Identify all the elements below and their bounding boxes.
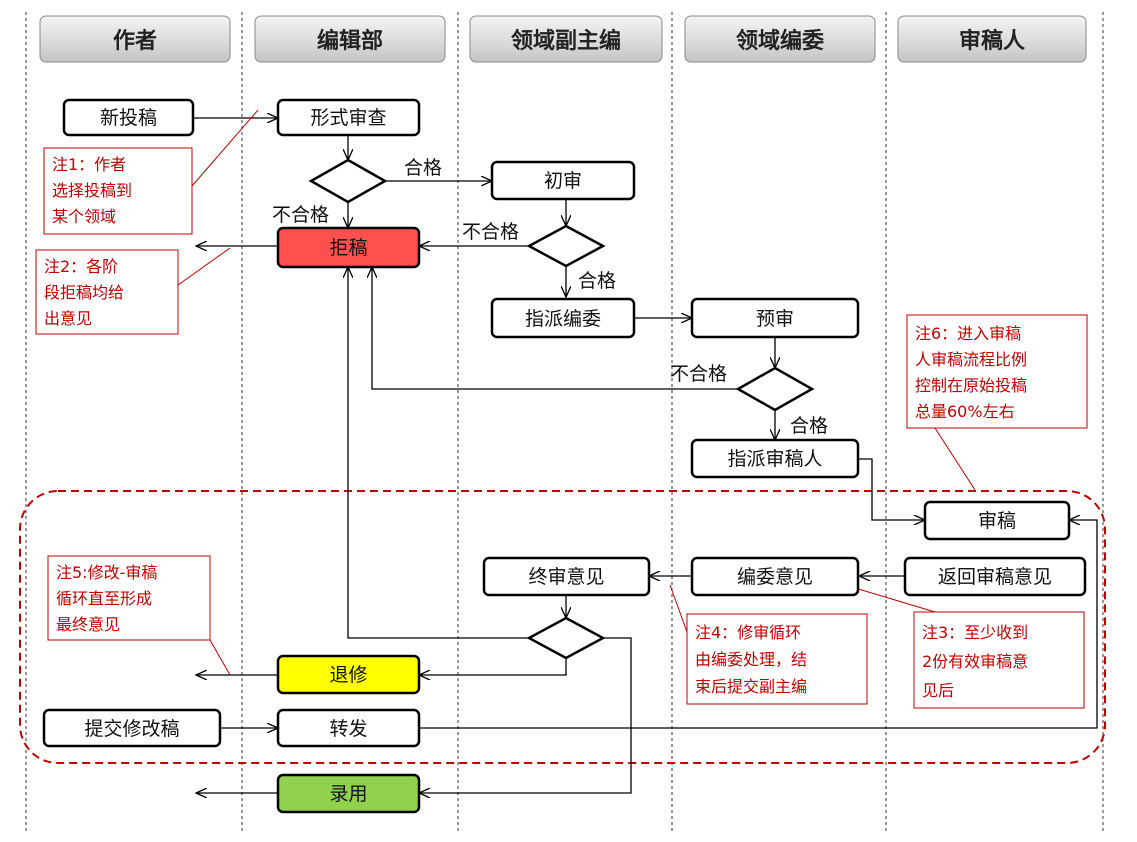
box-new-submission-label: 新投稿 (100, 107, 157, 129)
process-boxes: 新投稿 形式审查 初审 拒稿 指派编委 预审 指派审稿人 审稿 (42, 98, 1087, 814)
box-initial-review-label: 初审 (544, 170, 582, 192)
box-forward-label: 转发 (329, 718, 367, 740)
box-final-opinion[interactable]: 终审意见 (482, 556, 651, 597)
box-submit-revision[interactable]: 提交修改稿 (42, 708, 222, 748)
box-accept-label: 录用 (329, 783, 367, 805)
box-revise[interactable]: 退修 (276, 654, 421, 695)
note-5-line: 注5:修改-审稿 (56, 563, 157, 582)
box-assign-editor-label: 指派编委 (525, 308, 601, 330)
lane-separators (25, 12, 1104, 832)
note-1-line: 某个领域 (52, 207, 116, 226)
note-6-line: 总量60%左右 (915, 402, 1015, 421)
note-4-line: 束后提交副主编 (695, 677, 807, 696)
note-3-line: 注3：至少收到 (922, 623, 1028, 642)
note-4-line: 注4：修审循环 (695, 623, 801, 642)
box-submit-revision-label: 提交修改稿 (84, 718, 179, 740)
note-6-line: 注6：进入审稿 (915, 324, 1021, 343)
note-3-line: 见后 (922, 681, 954, 700)
decision-final-check[interactable] (526, 616, 606, 660)
note-5-line: 循环直至形成 (56, 589, 152, 608)
edge-decision4-to-reject (348, 267, 529, 639)
note-5: 注5:修改-审稿 循环直至形成 最终意见 (47, 555, 211, 641)
label-pass-3: 合格 (790, 415, 828, 437)
note-2-line: 出意见 (44, 309, 92, 328)
box-revise-label: 退修 (329, 664, 367, 686)
box-assign-editor[interactable]: 指派编委 (490, 297, 636, 339)
box-format-review-label: 形式审查 (310, 107, 386, 129)
lane-headers: 作者 编辑部 领域副主编 领域编委 审稿人 (39, 15, 1087, 63)
note3-pointer (854, 587, 936, 613)
box-return-review[interactable]: 返回审稿意见 (903, 556, 1087, 597)
note-1-line: 注1：作者 (52, 155, 126, 174)
lane-title-field-editor: 领域编委 (736, 28, 824, 54)
box-review[interactable]: 审稿 (923, 500, 1071, 541)
box-accept[interactable]: 录用 (276, 773, 421, 814)
lane-title-deputy-editor: 领域副主编 (511, 28, 621, 54)
box-review-label: 审稿 (978, 510, 1016, 532)
box-assign-reviewer[interactable]: 指派审稿人 (690, 438, 860, 479)
lane-title-reviewer: 审稿人 (959, 28, 1025, 54)
lane-header-reviewer: 审稿人 (897, 15, 1087, 63)
note-6-line: 控制在原始投稿 (915, 376, 1027, 395)
note4-pointer (669, 584, 688, 633)
note-6: 注6：进入审稿 人审稿流程比例 控制在原始投稿 总量60%左右 (906, 314, 1088, 429)
box-editor-opinion[interactable]: 编委意见 (690, 556, 860, 597)
annotation-notes: 注1：作者 选择投稿到 某个领域 注2：各阶 段拒稿均给 出意见 注5:修改-审… (35, 147, 1088, 709)
branch-labels: 合格 不合格 不合格 合格 不合格 合格 (272, 157, 828, 437)
note-5-line: 最终意见 (56, 615, 120, 634)
revision-loop-region (19, 490, 1106, 764)
note-1: 注1：作者 选择投稿到 某个领域 (43, 147, 193, 235)
box-editor-opinion-label: 编委意见 (737, 566, 813, 588)
note-6-line: 人审稿流程比例 (915, 350, 1027, 369)
lane-header-field-editor: 领域编委 (684, 15, 876, 63)
label-fail-3: 不合格 (670, 363, 727, 385)
box-assign-reviewer-label: 指派审稿人 (727, 448, 822, 470)
edge-decision4-to-accept (419, 637, 632, 793)
box-return-review-label: 返回审稿意见 (938, 566, 1052, 588)
decision-diamonds (308, 158, 815, 660)
lane-header-deputy-editor: 领域副主编 (469, 15, 663, 63)
box-reject[interactable]: 拒稿 (276, 226, 421, 269)
lane-title-editorial-office: 编辑部 (317, 28, 383, 54)
note-4: 注4：修审循环 由编委处理，结 束后提交副主编 (686, 613, 868, 705)
box-reject-label: 拒稿 (329, 237, 367, 259)
note-4-line: 由编委处理，结 (695, 650, 807, 669)
edge-decision3-to-reject (372, 267, 738, 390)
box-final-opinion-label: 终审意见 (528, 566, 604, 588)
edge-assign-reviewer-to-review (858, 458, 925, 520)
decision-initial-check[interactable] (526, 224, 606, 268)
lane-header-editorial-office: 编辑部 (254, 15, 446, 63)
note2-pointer (177, 247, 231, 286)
note6-pointer (934, 427, 976, 491)
box-new-submission[interactable]: 新投稿 (62, 98, 195, 137)
edge-decision4-to-revise (419, 658, 567, 675)
note-2-line: 段拒稿均给 (44, 283, 124, 302)
lane-header-author: 作者 (39, 15, 231, 63)
label-fail-1: 不合格 (272, 204, 329, 226)
note-pointers (177, 109, 976, 676)
note5-pointer (209, 639, 231, 676)
box-pre-review[interactable]: 预审 (690, 297, 860, 339)
box-format-review[interactable]: 形式审查 (276, 98, 421, 137)
label-pass-2: 合格 (578, 270, 616, 292)
note-3: 注3：至少收到 2份有效审稿意 见后 (913, 611, 1085, 709)
decision-pre-review-check[interactable] (735, 366, 815, 412)
box-forward[interactable]: 转发 (276, 708, 421, 748)
box-initial-review[interactable]: 初审 (490, 160, 636, 201)
note1-pointer (191, 109, 259, 187)
label-fail-2: 不合格 (462, 221, 519, 243)
label-pass-1: 合格 (404, 157, 442, 179)
connectors (193, 118, 1098, 793)
note-2: 注2：各阶 段拒稿均给 出意见 (35, 249, 179, 335)
edge-forward-to-review (419, 520, 1098, 729)
note-2-line: 注2：各阶 (44, 257, 118, 276)
note-3-line: 2份有效审稿意 (922, 652, 1028, 671)
note-1-line: 选择投稿到 (52, 181, 132, 200)
box-pre-review-label: 预审 (756, 308, 794, 330)
lane-title-author: 作者 (113, 29, 157, 54)
decision-format-check[interactable] (308, 158, 388, 204)
